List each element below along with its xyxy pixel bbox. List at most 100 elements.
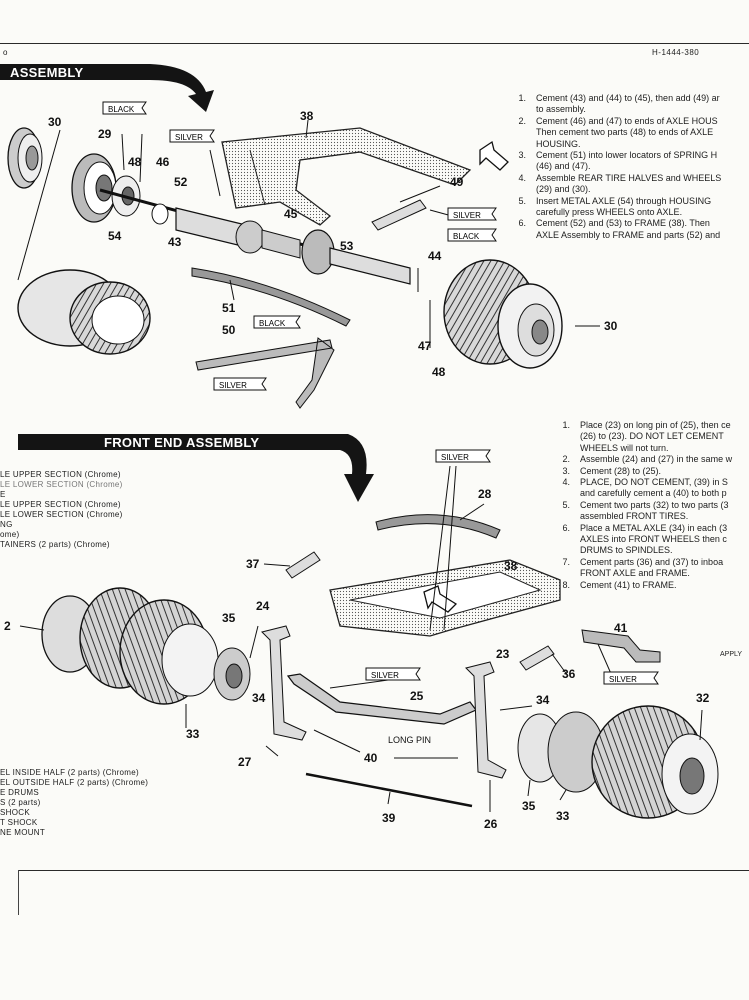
callout: 46 — [156, 155, 170, 169]
svg-text:SILVER: SILVER — [453, 211, 481, 220]
callout: 2 — [4, 619, 11, 633]
paint-tag-black: BLACK — [447, 228, 497, 242]
apply-note: APPLY — [720, 651, 743, 658]
corner-mark: o — [3, 48, 8, 57]
rear-step: 1.Cement (43) and (44) to (45), then add… — [518, 93, 720, 115]
paint-tag-silver: SILVER — [365, 667, 421, 681]
doc-number: H-1444-380 — [652, 48, 700, 57]
front-step: 1.Place (23) on long pin of (25), then c… — [562, 420, 731, 453]
front-step: 7.Cement parts (36) and (37) to inboa FR… — [562, 556, 724, 579]
paint-tag-black: BLACK — [253, 315, 301, 329]
front-step: 8.Cement (41) to FRAME. — [562, 579, 677, 590]
front-right-wheel — [517, 705, 719, 819]
rear-left-tire — [17, 269, 151, 355]
callout: 35 — [522, 799, 536, 813]
callout: 30 — [48, 115, 62, 129]
front-banner-title: FRONT END ASSEMBLY — [104, 435, 260, 450]
paint-tag-black: BLACK — [102, 101, 147, 115]
callout: 40 — [364, 751, 378, 765]
callout: 28 — [478, 487, 492, 501]
svg-text:SILVER: SILVER — [441, 453, 469, 462]
callout: 47 — [418, 339, 432, 353]
rear-frame — [221, 127, 472, 226]
svg-text:SILVER: SILVER — [371, 671, 399, 680]
callout: 53 — [340, 239, 354, 253]
rear-right-wheel — [443, 259, 563, 369]
rear-left-wheel — [7, 127, 43, 189]
callout: 37 — [246, 557, 260, 571]
rear-step: 4.Assemble REAR TIRE HALVES and WHEELS (… — [518, 172, 722, 195]
callout: 36 — [562, 667, 576, 681]
callout: 45 — [284, 207, 298, 221]
callout: 35 — [222, 611, 236, 625]
spindle-left — [261, 625, 307, 741]
front-step: 6.Place a METAL AXLE (34) in each (3 AXL… — [562, 522, 728, 556]
callout: 27 — [238, 755, 252, 769]
direction-arrow — [479, 140, 509, 171]
callout: 49 — [450, 175, 464, 189]
rear-leaf-spring — [191, 267, 351, 327]
callout: 38 — [504, 559, 518, 573]
callout: 30 — [604, 319, 618, 333]
rear-axle-housing — [151, 203, 411, 285]
callout: 44 — [428, 249, 442, 263]
callout: 34 — [252, 691, 266, 705]
bottom-rule — [18, 870, 749, 871]
callout: 29 — [98, 127, 112, 141]
front-steps: 1.Place (23) on long pin of (25), then c… — [544, 420, 749, 591]
callout: 54 — [108, 229, 122, 243]
callout: 34 — [536, 693, 550, 707]
rear-step: 2.Cement (46) and (47) to ends of AXLE H… — [518, 115, 718, 149]
paint-tag-silver: SILVER — [447, 207, 497, 221]
front-step: 4.PLACE, DO NOT CEMENT, (39) in S and ca… — [562, 477, 728, 499]
svg-text:SILVER: SILVER — [219, 381, 247, 390]
paint-tag-silver: SILVER — [435, 449, 491, 463]
callout: 25 — [410, 689, 424, 703]
front-tie-rod — [305, 772, 473, 808]
callout: 41 — [614, 621, 628, 635]
paint-tag-silver: SILVER — [213, 377, 267, 391]
rear-shock — [371, 199, 427, 231]
callout: 43 — [168, 235, 182, 249]
parts-list-lower: EL INSIDE HALF (2 parts) (Chrome) EL OUT… — [0, 768, 149, 837]
paint-tag-silver: SILVER — [603, 671, 659, 685]
front-step: 5.Cement two parts (32) to two parts (3 … — [562, 499, 729, 522]
front-axle-beam — [286, 673, 477, 725]
svg-text:SILVER: SILVER — [175, 133, 203, 142]
front-step: 3.Cement (28) to (25). — [562, 465, 662, 476]
callout: 33 — [556, 809, 570, 823]
callout: 33 — [186, 727, 200, 741]
spindle-right — [465, 661, 507, 779]
svg-text:BLACK: BLACK — [453, 232, 480, 241]
front-shock-right — [519, 645, 555, 671]
front-axle-diagram: SILVER SILVER SILVER 28 37 38 24 35 41 2… — [4, 449, 719, 831]
rear-steps: 1.Cement (43) and (44) to (45), then add… — [500, 93, 749, 241]
front-leaf-spring — [375, 514, 501, 539]
callout: 39 — [382, 811, 396, 825]
callout: 51 — [222, 301, 236, 315]
rear-step: 6.Cement (52) and (53) to FRAME (38). Th… — [518, 218, 721, 240]
bottom-rule-short — [18, 870, 19, 915]
callout: 48 — [128, 155, 142, 169]
callout: 32 — [696, 691, 710, 705]
svg-text:BLACK: BLACK — [108, 105, 135, 114]
front-banner-arrow — [18, 434, 374, 502]
top-rule — [0, 43, 749, 44]
rear-axle-diagram: BLACK SILVER SILVER BLACK BLACK SILVER 3… — [7, 101, 618, 409]
callout: 52 — [174, 175, 188, 189]
callout: LONG PIN — [388, 735, 431, 745]
front-step: 2.Assemble (24) and (27) in the same w — [562, 454, 733, 465]
rear-banner-arrow — [0, 64, 214, 112]
callout: 24 — [256, 599, 270, 613]
callout: 26 — [484, 817, 498, 831]
front-shock-left — [285, 551, 321, 579]
front-left-wheel — [41, 587, 251, 705]
rear-banner-title: ASSEMBLY — [10, 65, 84, 80]
rear-step: 3.Cement (51) into lower locators of SPR… — [518, 150, 718, 172]
callout: 38 — [300, 109, 314, 123]
front-crossmember — [581, 629, 661, 663]
direction-arrow — [423, 585, 458, 613]
rear-traction-bar — [195, 337, 335, 409]
svg-text:BLACK: BLACK — [259, 319, 286, 328]
